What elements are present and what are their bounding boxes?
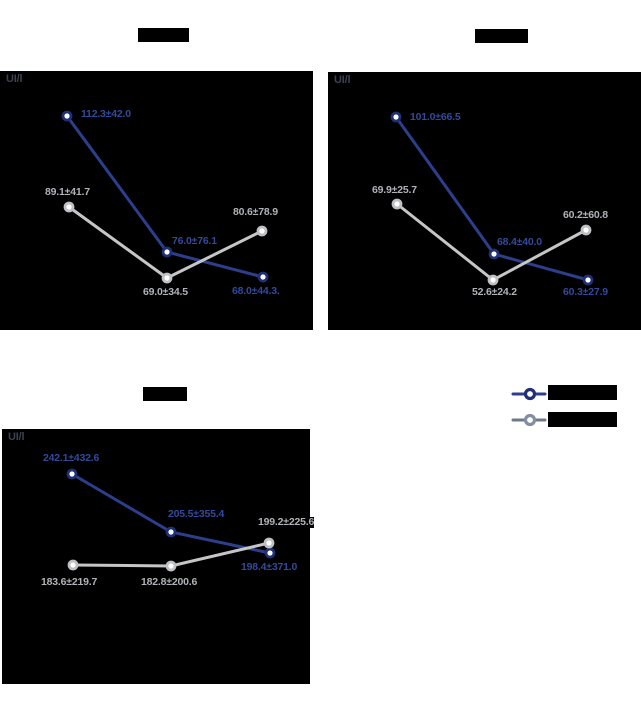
data-point-marker: [161, 272, 173, 284]
data-point-label: 101.0±66.5: [410, 111, 461, 123]
data-point-marker: [67, 559, 79, 571]
data-point-label: 112.3±42.0: [81, 108, 131, 120]
data-point-marker: [580, 224, 592, 236]
chart-panel-top-left: UI/l 112.3±42.0 76.0±76.1 68.0±44.3. 89.1±4…: [0, 71, 313, 330]
data-point-label: 60.2±60.8: [563, 209, 608, 221]
legend-marker-blue: [511, 387, 547, 401]
chart-panel-top-right: UI/l 101.0±66.5 68.4±40.0 60.3±27.9 69.9±25…: [328, 72, 641, 330]
chart-panel-bottom-left: UI/l 242.1±432.6 205.5±355.4 198.4±371.0 18…: [2, 429, 314, 684]
data-point-marker: [165, 560, 177, 572]
data-point-label: 52.6±24.2: [472, 286, 517, 298]
data-point-marker: [391, 198, 403, 210]
data-point-marker: [488, 248, 500, 260]
y-axis-unit-label: UI/l: [334, 74, 351, 86]
y-axis-unit-label: UI/l: [6, 73, 23, 85]
chart-lines: [61, 110, 269, 284]
data-point-label: 182.8±200.6: [141, 576, 198, 588]
y-axis-unit-label: UI/l: [8, 431, 25, 443]
chart1-title-redaction-box: [138, 28, 189, 42]
data-point-label: 198.4±371.0: [241, 561, 298, 573]
data-point-marker: [256, 225, 268, 237]
data-point-label: 69.9±25.7: [372, 184, 417, 196]
data-point-label: 89.1±41.7: [45, 186, 90, 198]
chart3-title-redaction-box: [143, 387, 187, 401]
data-point-marker: [263, 537, 275, 549]
data-point-marker: [66, 468, 78, 480]
data-point-label: 68.0±44.3.: [232, 285, 280, 297]
data-point-label: 199.2±225.6: [258, 516, 315, 528]
data-point-label: 69.0±34.5: [143, 286, 188, 298]
legend-marker-gray: [511, 413, 547, 427]
data-point-marker: [487, 274, 499, 286]
data-point-marker: [61, 110, 73, 122]
data-point-label: 60.3±27.9: [563, 286, 608, 298]
data-point-marker: [257, 271, 269, 283]
chart2-title-redaction-box: [475, 29, 528, 43]
chart-lines: [66, 468, 276, 572]
data-point-marker: [165, 526, 177, 538]
data-point-label: 183.6±219.7: [41, 576, 98, 588]
data-point-marker: [390, 111, 402, 123]
data-point-label: 242.1±432.6: [43, 452, 100, 464]
data-point-label: 76.0±76.1: [172, 235, 217, 247]
data-point-label: 205.5±355.4: [168, 508, 225, 520]
chart-lines: [390, 111, 594, 286]
data-point-label: 80.6±78.9: [233, 206, 278, 218]
legend-label-gray-redaction-box: [548, 412, 617, 427]
legend-label-blue-redaction-box: [548, 385, 617, 400]
data-point-marker: [63, 201, 75, 213]
data-point-marker: [582, 274, 594, 286]
data-point-marker: [264, 547, 276, 559]
data-point-label: 68.4±40.0: [497, 236, 542, 248]
data-point-marker: [161, 246, 173, 258]
series-line-gray: [395, 202, 588, 282]
